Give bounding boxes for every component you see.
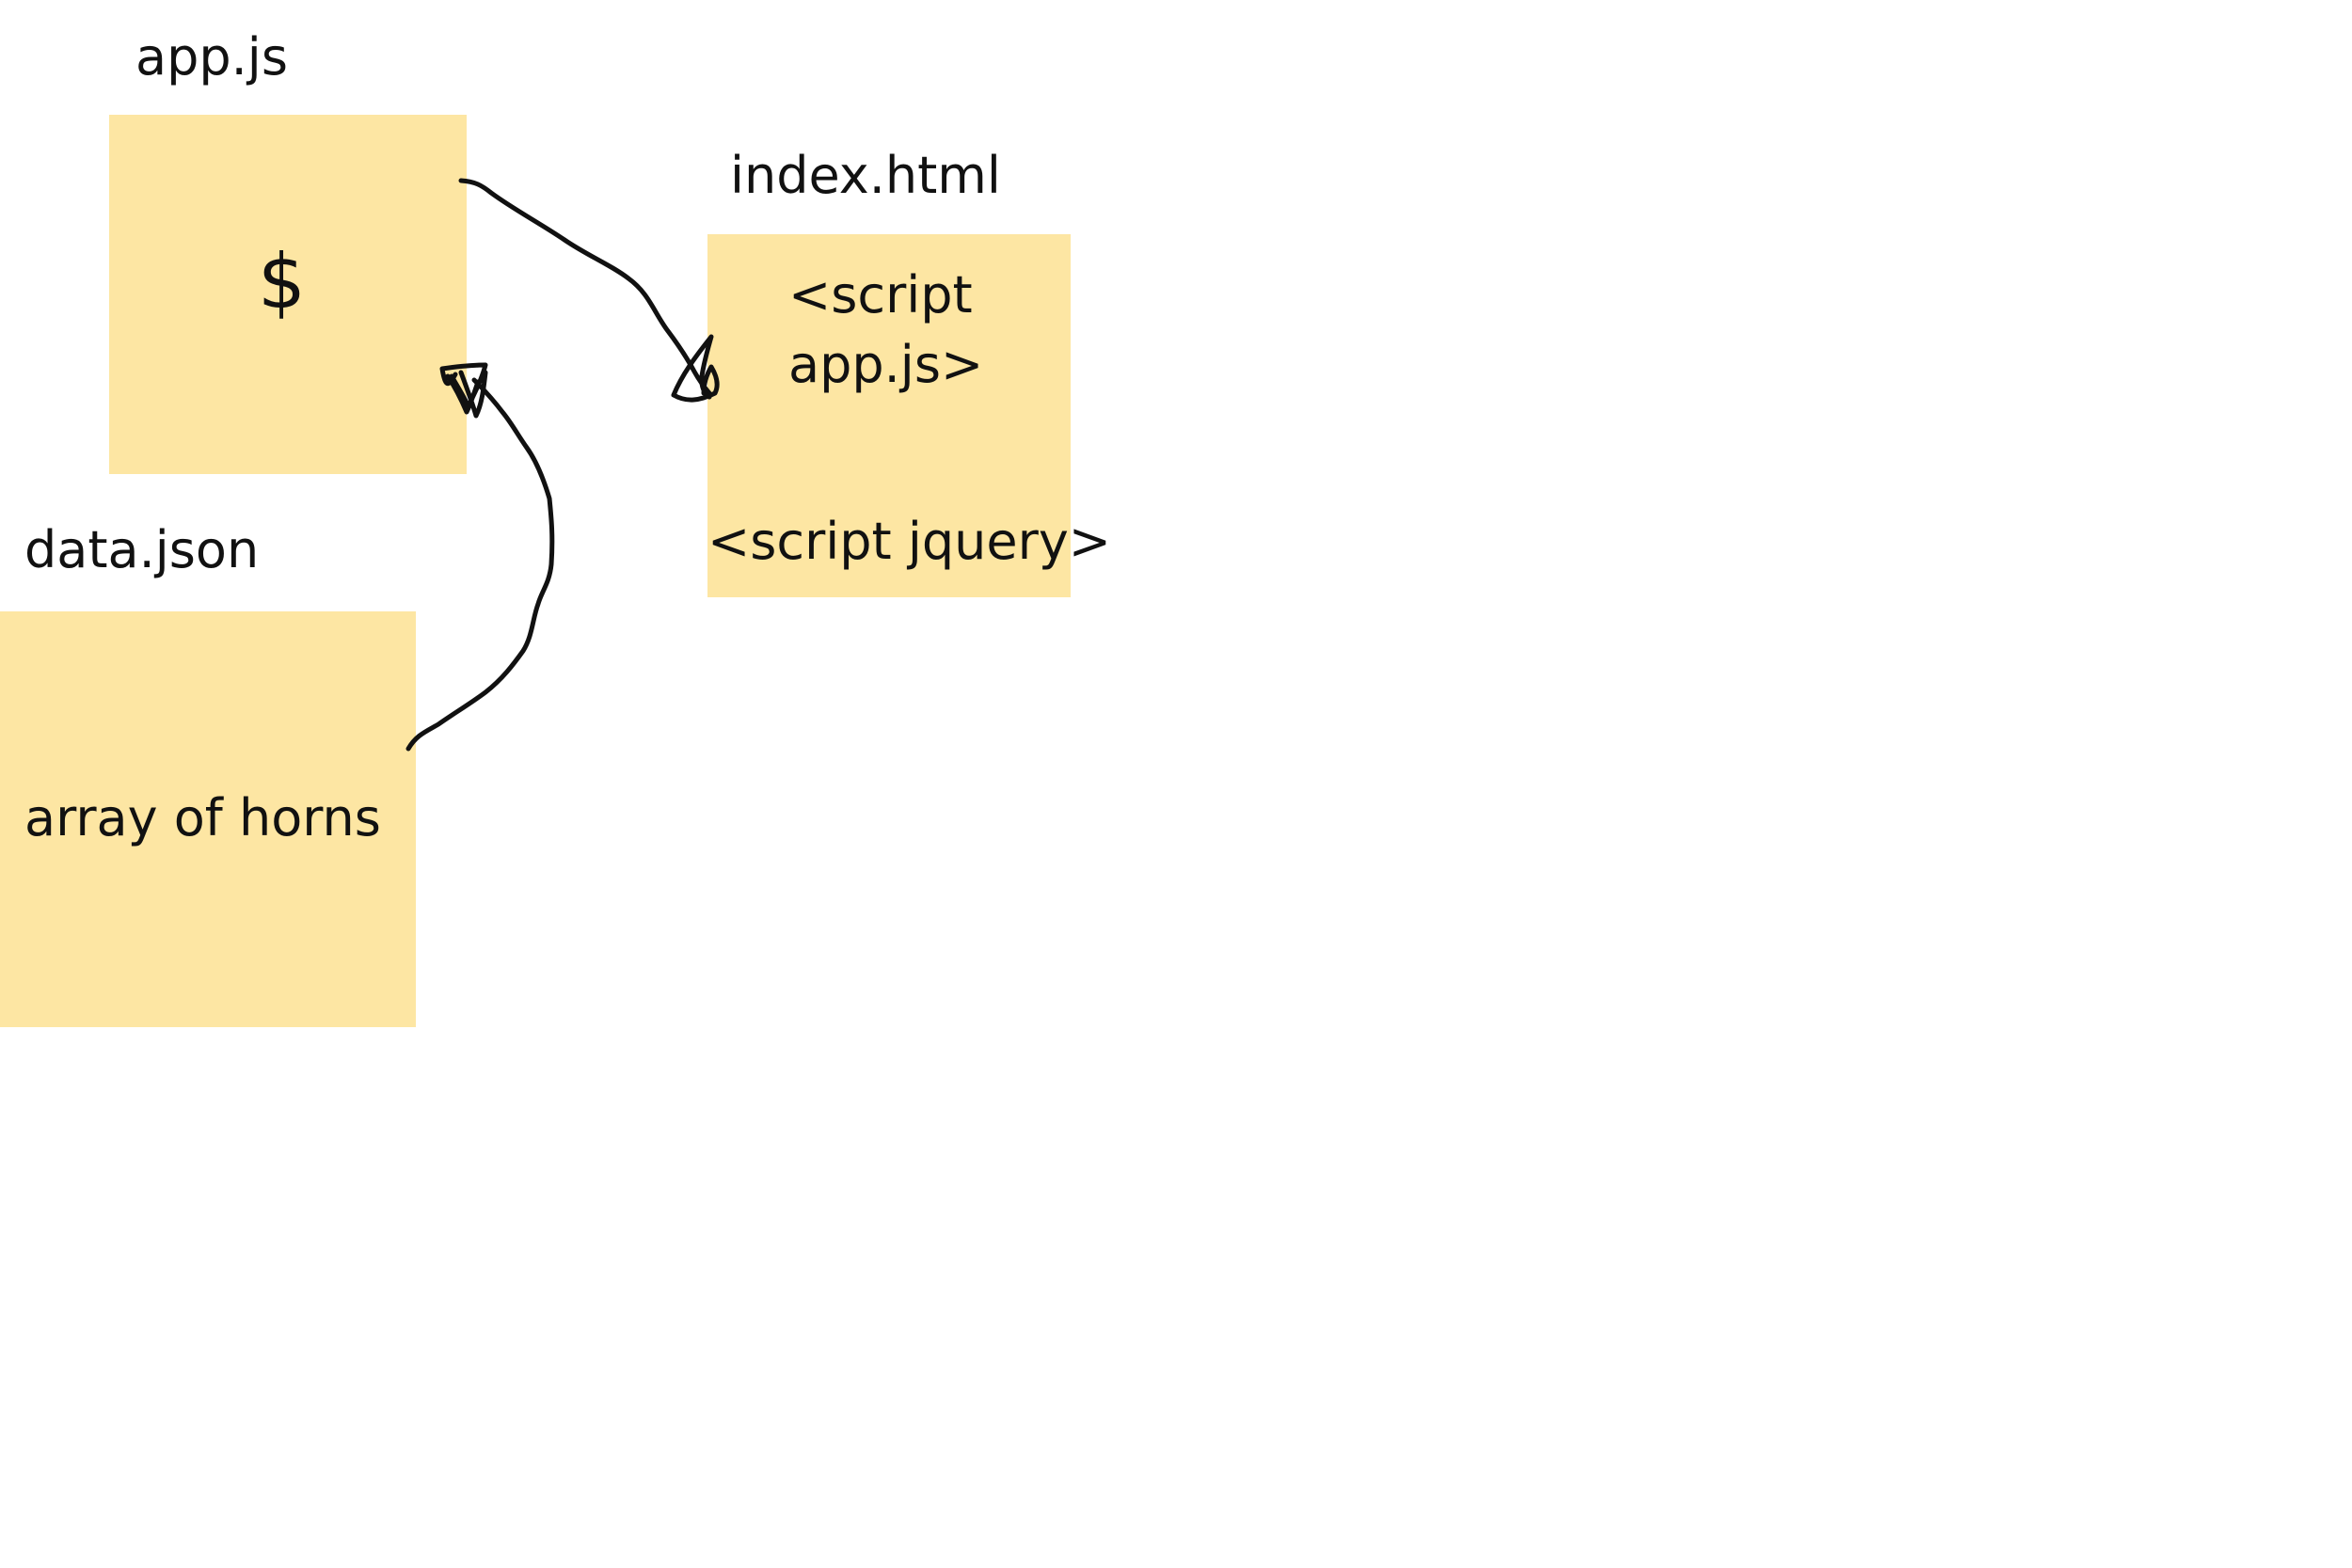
indexhtml-note-title: index.html bbox=[730, 146, 1001, 205]
datajson-note-body: array of horns bbox=[24, 788, 381, 847]
appjs-note-title: app.js bbox=[135, 27, 288, 87]
datajson-note-title: data.json bbox=[24, 520, 260, 579]
datajson-sticky-note[interactable] bbox=[0, 611, 416, 1027]
indexhtml-note-body-line2: app.js> bbox=[788, 335, 984, 394]
indexhtml-sticky-note[interactable] bbox=[707, 234, 1071, 597]
connector-appjs-to-indexhtml[interactable] bbox=[458, 178, 712, 396]
indexhtml-note-body-line3: <script jquery> bbox=[707, 512, 1112, 571]
indexhtml-note-body-line1: <script bbox=[788, 265, 973, 325]
appjs-note-body: $ bbox=[258, 238, 306, 325]
